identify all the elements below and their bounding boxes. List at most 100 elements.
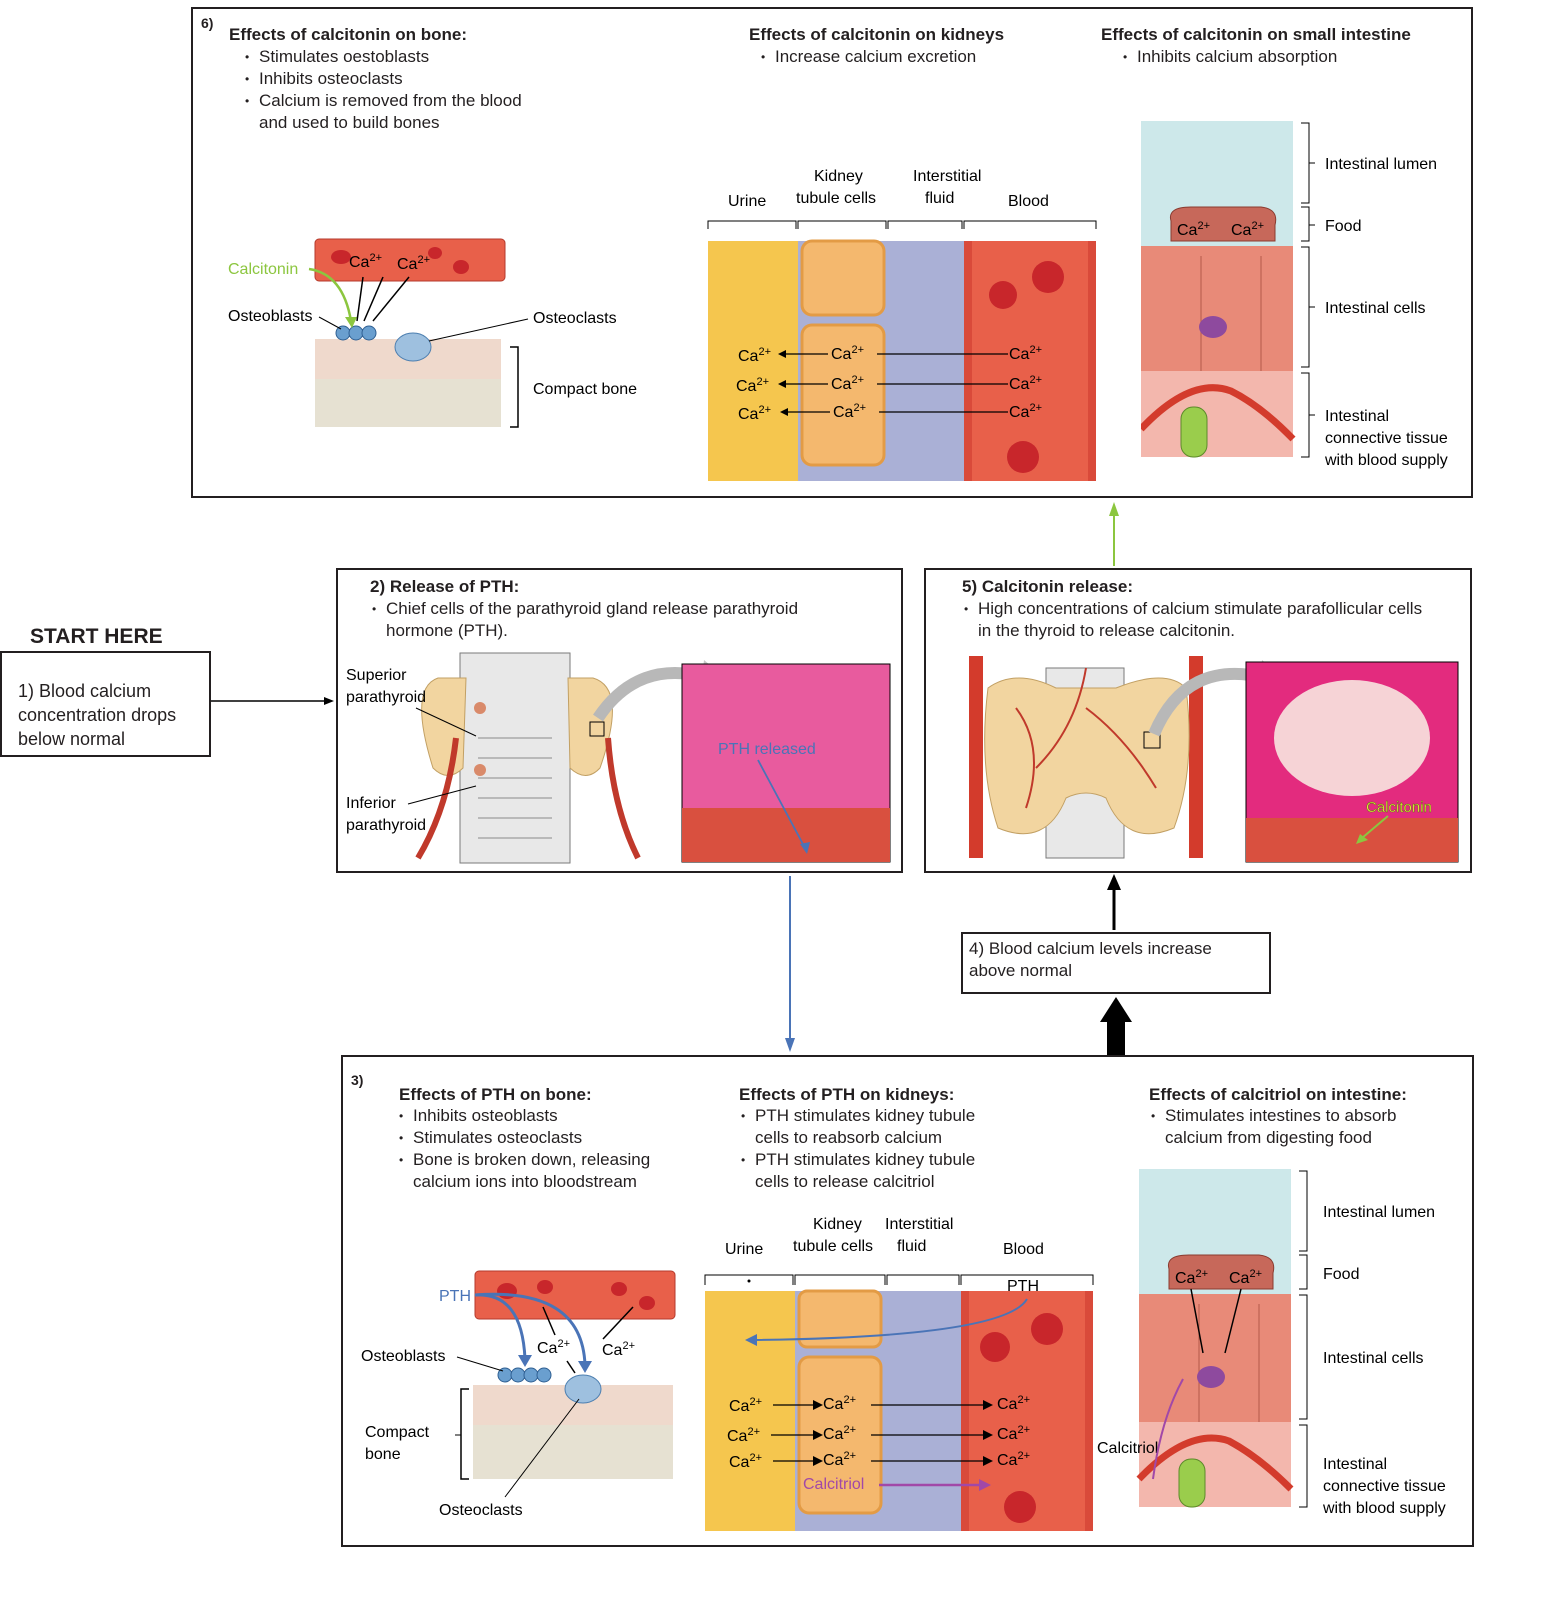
pth-arrowhead xyxy=(518,1355,532,1367)
step6-intestine-illustration: Ca2+ Ca2+ Intestinal lumen Food Intestin… xyxy=(1141,121,1448,469)
step4-box: 4) Blood calcium levels increase above n… xyxy=(961,932,1271,994)
step6-kidneys-bullet: Increase calcium excretion xyxy=(759,46,976,68)
pth-released-arrowhead xyxy=(800,842,810,854)
tubule-label-1: Kidney xyxy=(814,168,863,185)
arrow-step3-to-step4-head xyxy=(1100,997,1132,1022)
red-blood-cell xyxy=(980,1332,1010,1362)
red-blood-cell xyxy=(611,1282,627,1296)
connective-bracket xyxy=(1299,1424,1308,1508)
tubule-label-2: tubule cells xyxy=(796,190,876,207)
step2-box: 2) Release of PTH: Chief cells of the pa… xyxy=(336,568,903,873)
step3-kidneys-bullet-cont-2: cells to release calcitriol xyxy=(755,1172,935,1191)
superior-pointer xyxy=(415,707,477,737)
red-blood-cell xyxy=(1007,441,1039,473)
step5-title: 5) Calcitonin release: xyxy=(962,577,1134,596)
step4-line-1: 4) Blood calcium levels increase xyxy=(969,939,1212,958)
osteoclast xyxy=(564,1374,602,1404)
step6-bone-bullet: Calcium is removed from the blood xyxy=(243,90,522,112)
vessel-wall-right xyxy=(1088,241,1096,481)
vessel-wall-left xyxy=(961,1291,969,1531)
step3-intestine-illustration: Ca2+ Ca2+ Calcitriol Intestinal lumen Fo… xyxy=(1097,1169,1446,1517)
ion-arrow xyxy=(1224,1288,1242,1354)
step3-kidneys-bullets-2: PTH stimulates kidney tubule xyxy=(739,1149,975,1171)
step1-line-2: concentration drops xyxy=(18,705,177,725)
connective-label-2: connective tissue xyxy=(1323,1478,1446,1495)
cells-label: Intestinal cells xyxy=(1325,300,1426,317)
step6-bone-bullets: Stimulates oestoblasts Inhibits osteocla… xyxy=(243,46,522,112)
step6-number: 6) xyxy=(201,15,214,31)
step6-osteoblasts-label: Osteoblasts xyxy=(228,308,312,325)
blood-zone xyxy=(961,1291,1093,1531)
tubule-bracket xyxy=(797,220,887,229)
step1-line-3: below normal xyxy=(18,729,126,749)
interstitial-label-2: fluid xyxy=(897,1238,926,1255)
step3-intestine-bullet: Stimulates intestines to absorb xyxy=(1149,1105,1397,1127)
zoom-box-marker xyxy=(589,721,605,737)
step3-bone-title: Effects of PTH on bone: xyxy=(399,1085,592,1104)
thyroid-tissue-vessel xyxy=(1246,818,1458,862)
calcitriol-arrow xyxy=(1152,1378,1184,1480)
step6-calcitonin-label: Calcitonin xyxy=(228,261,298,278)
cell-nucleus xyxy=(1197,1366,1225,1388)
step6-osteoclasts-label: Osteoclasts xyxy=(533,310,617,327)
urine-label: Urine xyxy=(725,1241,763,1258)
red-blood-cell xyxy=(537,1280,553,1294)
arrow-step5-to-step6-head xyxy=(1109,502,1119,516)
calcitonin-label: Calcitonin xyxy=(1366,799,1432,816)
pth-arrow xyxy=(474,1292,587,1366)
interstitial-zone xyxy=(888,241,964,481)
superior-label-1: Superior xyxy=(346,667,407,684)
trachea-rings xyxy=(478,737,552,839)
arrow-step1-to-step2-head xyxy=(324,697,334,705)
connective-label-2: connective tissue xyxy=(1325,430,1448,447)
osteoblast-pointer xyxy=(318,316,342,330)
urine-bracket xyxy=(704,1274,794,1285)
vessel-wall-left xyxy=(964,241,972,481)
thyroid-gland xyxy=(984,677,1190,835)
step6-bone-bullet: Inhibits osteoclasts xyxy=(243,68,522,90)
calcitriol-arrowhead xyxy=(979,1479,991,1491)
step2-bullet: Chief cells of the parathyroid gland rel… xyxy=(370,598,798,620)
step3-bone-illustration: PTH Ca2+ Ca2+ Osteoblasts Compact bone O… xyxy=(361,1270,676,1519)
step6-intestine-bullets: Inhibits calcium absorption xyxy=(1121,46,1337,68)
osteoclast-pointer xyxy=(504,1398,580,1498)
inferior-label-1: Inferior xyxy=(346,795,396,812)
ion-arrow xyxy=(542,1306,556,1336)
blood-zone xyxy=(964,241,1096,481)
osteoblast-pointer xyxy=(456,1356,504,1372)
blood-pth-label: PTH xyxy=(1007,1278,1039,1295)
tubule-cell-upper xyxy=(800,239,886,317)
step3-osteoblasts-label: Osteoblasts xyxy=(361,1348,445,1365)
osteoblast-cluster xyxy=(497,1367,552,1383)
cells-label: Intestinal cells xyxy=(1323,1350,1424,1367)
tubule-cell-lower xyxy=(800,323,886,467)
step3-intestine-bullets: Stimulates intestines to absorb xyxy=(1149,1105,1397,1127)
compact-bone-bracket xyxy=(510,346,519,428)
inferior-label-2: parathyroid xyxy=(346,817,426,834)
step3-osteoclasts-label: Osteoclasts xyxy=(439,1502,523,1519)
food-particle xyxy=(1169,206,1277,242)
pth-arrowhead xyxy=(578,1361,592,1373)
blood-supply-vessel xyxy=(1136,1434,1294,1492)
connective-label-3: with blood supply xyxy=(1324,452,1448,469)
step6-intestine-title: Effects of calcitonin on small intestine xyxy=(1101,25,1411,44)
step3-pth-label: PTH xyxy=(439,1288,471,1305)
step3-kidneys-title: Effects of PTH on kidneys: xyxy=(739,1085,955,1104)
step3-kidneys-bullet-cont-1: cells to reabsorb calcium xyxy=(755,1128,943,1147)
step2-title: 2) Release of PTH: xyxy=(370,577,520,596)
arrow-step3-to-step4-shaft xyxy=(1107,1020,1125,1055)
step6-bone-bullet: Stimulates oestoblasts xyxy=(243,46,522,68)
blood-label: Blood xyxy=(1003,1241,1044,1258)
ion-arrow xyxy=(602,1306,634,1340)
inferior-pointer xyxy=(407,785,477,805)
red-blood-cell xyxy=(1032,261,1064,293)
calcitriol-label: Calcitriol xyxy=(803,1476,864,1493)
start-here-heading: START HERE xyxy=(30,625,163,648)
urine-label: Urine xyxy=(728,193,766,210)
blood-bracket xyxy=(960,1274,1094,1285)
artery xyxy=(605,737,641,860)
calcitonin-arrow xyxy=(308,267,353,322)
calcitonin-arrowhead xyxy=(1356,834,1368,844)
red-blood-cell xyxy=(428,247,442,259)
